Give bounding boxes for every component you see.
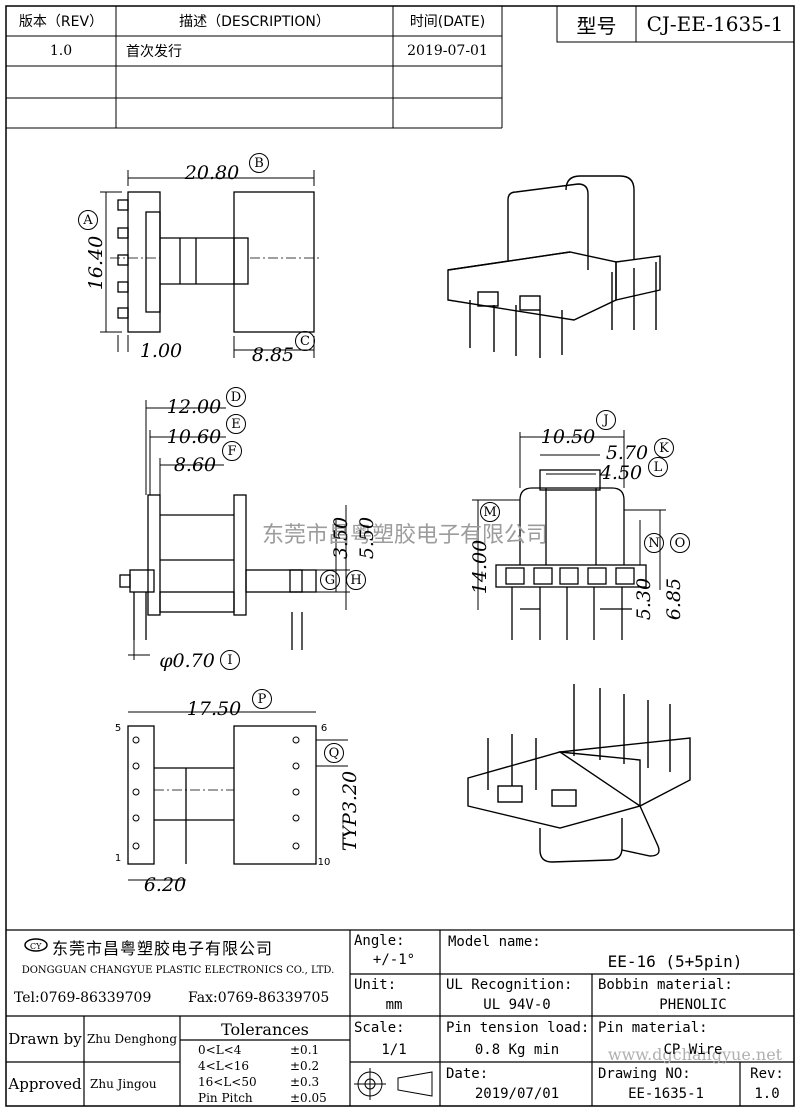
marker-n: N	[644, 533, 664, 553]
dim-front-l: 4.50	[599, 462, 643, 484]
svg-text:CY: CY	[30, 942, 42, 951]
company-tel: Tel:0769-86339709	[14, 990, 152, 1006]
company-name-en: DONGGUAN CHANGYUE PLASTIC ELECTRONICS CO…	[21, 964, 335, 976]
rev-row-1-desc: 首次发行	[126, 44, 182, 60]
isometric-view-top	[447, 175, 661, 358]
marker-i: I	[220, 650, 240, 670]
drawn-by-label: Drawn by	[8, 1030, 82, 1048]
pin-material-label: Pin material:	[598, 1020, 708, 1036]
rev-header: 版本（REV）	[18, 14, 104, 30]
marker-f: F	[222, 441, 242, 461]
dim-side-pin: φ0.70	[159, 650, 215, 672]
dim-front-j: 10.50	[540, 426, 596, 448]
marker-a: A	[78, 210, 98, 230]
date-label: Date:	[446, 1066, 489, 1082]
marker-c: C	[295, 331, 315, 351]
dim-top-left: 1.00	[139, 340, 183, 362]
pin-label-5: 5	[114, 722, 122, 734]
tolerance-value: ±0.1	[290, 1043, 320, 1057]
pin-label-1: 1	[114, 852, 122, 864]
rev-value: 1.0	[754, 1086, 780, 1102]
watermark-text: 东莞市昌粤塑胶电子有限公司	[261, 523, 548, 548]
dim-side-a: 12.00	[166, 396, 222, 418]
dim-front-o: 6.85	[663, 577, 685, 621]
pin-label-6: 6	[320, 722, 328, 734]
pin-label-10: 10	[317, 856, 331, 868]
marker-q: Q	[324, 743, 344, 763]
projection-symbol-icon	[354, 1068, 433, 1100]
date-value: 2019/07/01	[474, 1086, 560, 1102]
scale-value: 1/1	[381, 1042, 407, 1058]
marker-m: M	[480, 502, 500, 522]
watermark-url: www.dgchangyue.net	[607, 1044, 783, 1064]
marker-h: H	[346, 570, 366, 590]
tolerance-range: Pin Pitch	[198, 1091, 253, 1105]
tension-label: Pin tension load:	[446, 1020, 590, 1036]
tolerance-value: ±0.3	[290, 1075, 320, 1089]
approved-label: Approved	[8, 1075, 82, 1093]
rev-row-1-rev: 1.0	[49, 43, 73, 59]
bobbin-label: Bobbin material:	[598, 977, 733, 993]
marker-p: P	[252, 689, 272, 709]
marker-l: L	[648, 457, 668, 477]
drawing-no-value: EE-1635-1	[628, 1086, 704, 1102]
marker-b: B	[249, 153, 269, 173]
company-fax: Fax:0769-86339705	[188, 990, 330, 1006]
angle-value: +/-1°	[372, 952, 416, 968]
tolerance-range: 4<L<16	[198, 1059, 249, 1073]
unit-label: Unit:	[354, 977, 397, 993]
company-logo-icon: CY	[24, 938, 48, 952]
drawing-no-label: Drawing NO:	[598, 1066, 691, 1082]
angle-label: Angle:	[354, 933, 405, 949]
company-name-cn: 东莞市昌粤塑胶电子有限公司	[52, 939, 274, 958]
dim-top-height: 16.40	[85, 235, 107, 291]
tolerances-label: Tolerances	[221, 1019, 309, 1039]
pin-material-value: CP Wire	[663, 1042, 723, 1058]
marker-o: O	[670, 533, 690, 553]
tolerance-value: ±0.2	[290, 1059, 320, 1073]
dim-bottom-q: TYP3.20	[339, 770, 361, 852]
dim-side-h: 5.50	[356, 516, 378, 560]
scale-label: Scale:	[354, 1020, 405, 1036]
dim-top-width: 20.80	[184, 162, 240, 184]
rev-label: Rev:	[750, 1066, 784, 1082]
dim-front-n: 5.30	[633, 577, 655, 621]
side-view-drawing	[119, 400, 350, 660]
dim-front-k: 5.70	[605, 442, 649, 464]
rev-row-1-date: 2019-07-01	[407, 43, 488, 59]
unit-value: mm	[385, 997, 403, 1013]
model-name-value: EE-16 (5+5pin)	[607, 951, 743, 971]
date-header: 时间(DATE)	[409, 14, 486, 30]
dim-front-m: 14.00	[469, 539, 491, 595]
dim-bottom-p: 17.50	[186, 698, 242, 720]
dim-top-right: 8.85	[251, 344, 295, 366]
marker-g: G	[320, 570, 340, 590]
bottom-view-drawing	[127, 711, 348, 881]
drawn-by-value: Zhu Denghong	[86, 1032, 178, 1046]
top-view-drawing	[100, 170, 320, 358]
dim-bottom-left: 6.20	[143, 874, 187, 896]
tolerance-range: 0<L<4	[198, 1043, 242, 1057]
approved-value: Zhu Jingou	[90, 1077, 157, 1091]
model-box-value: CJ-EE-1635-1	[646, 12, 784, 36]
marker-k: K	[654, 438, 674, 458]
ul-label: UL Recognition:	[446, 977, 573, 993]
tolerance-range: 16<L<50	[198, 1075, 257, 1089]
isometric-view-bottom	[467, 684, 691, 863]
marker-e: E	[226, 414, 246, 434]
model-box-label: 型号	[576, 13, 617, 38]
desc-header: 描述（DESCRIPTION）	[179, 14, 330, 30]
ul-value: UL 94V-0	[483, 997, 551, 1013]
bobbin-value: PHENOLIC	[659, 997, 727, 1013]
marker-j: J	[596, 410, 616, 430]
dim-side-g: 3.50	[330, 516, 352, 560]
marker-d: D	[226, 387, 246, 407]
front-view-drawing	[472, 430, 666, 640]
dim-side-c: 8.60	[173, 454, 217, 476]
tension-value: 0.8 Kg min	[474, 1042, 560, 1058]
dim-side-b: 10.60	[166, 426, 222, 448]
tolerance-value: ±0.05	[290, 1091, 327, 1105]
model-name-label: Model name:	[448, 934, 541, 950]
